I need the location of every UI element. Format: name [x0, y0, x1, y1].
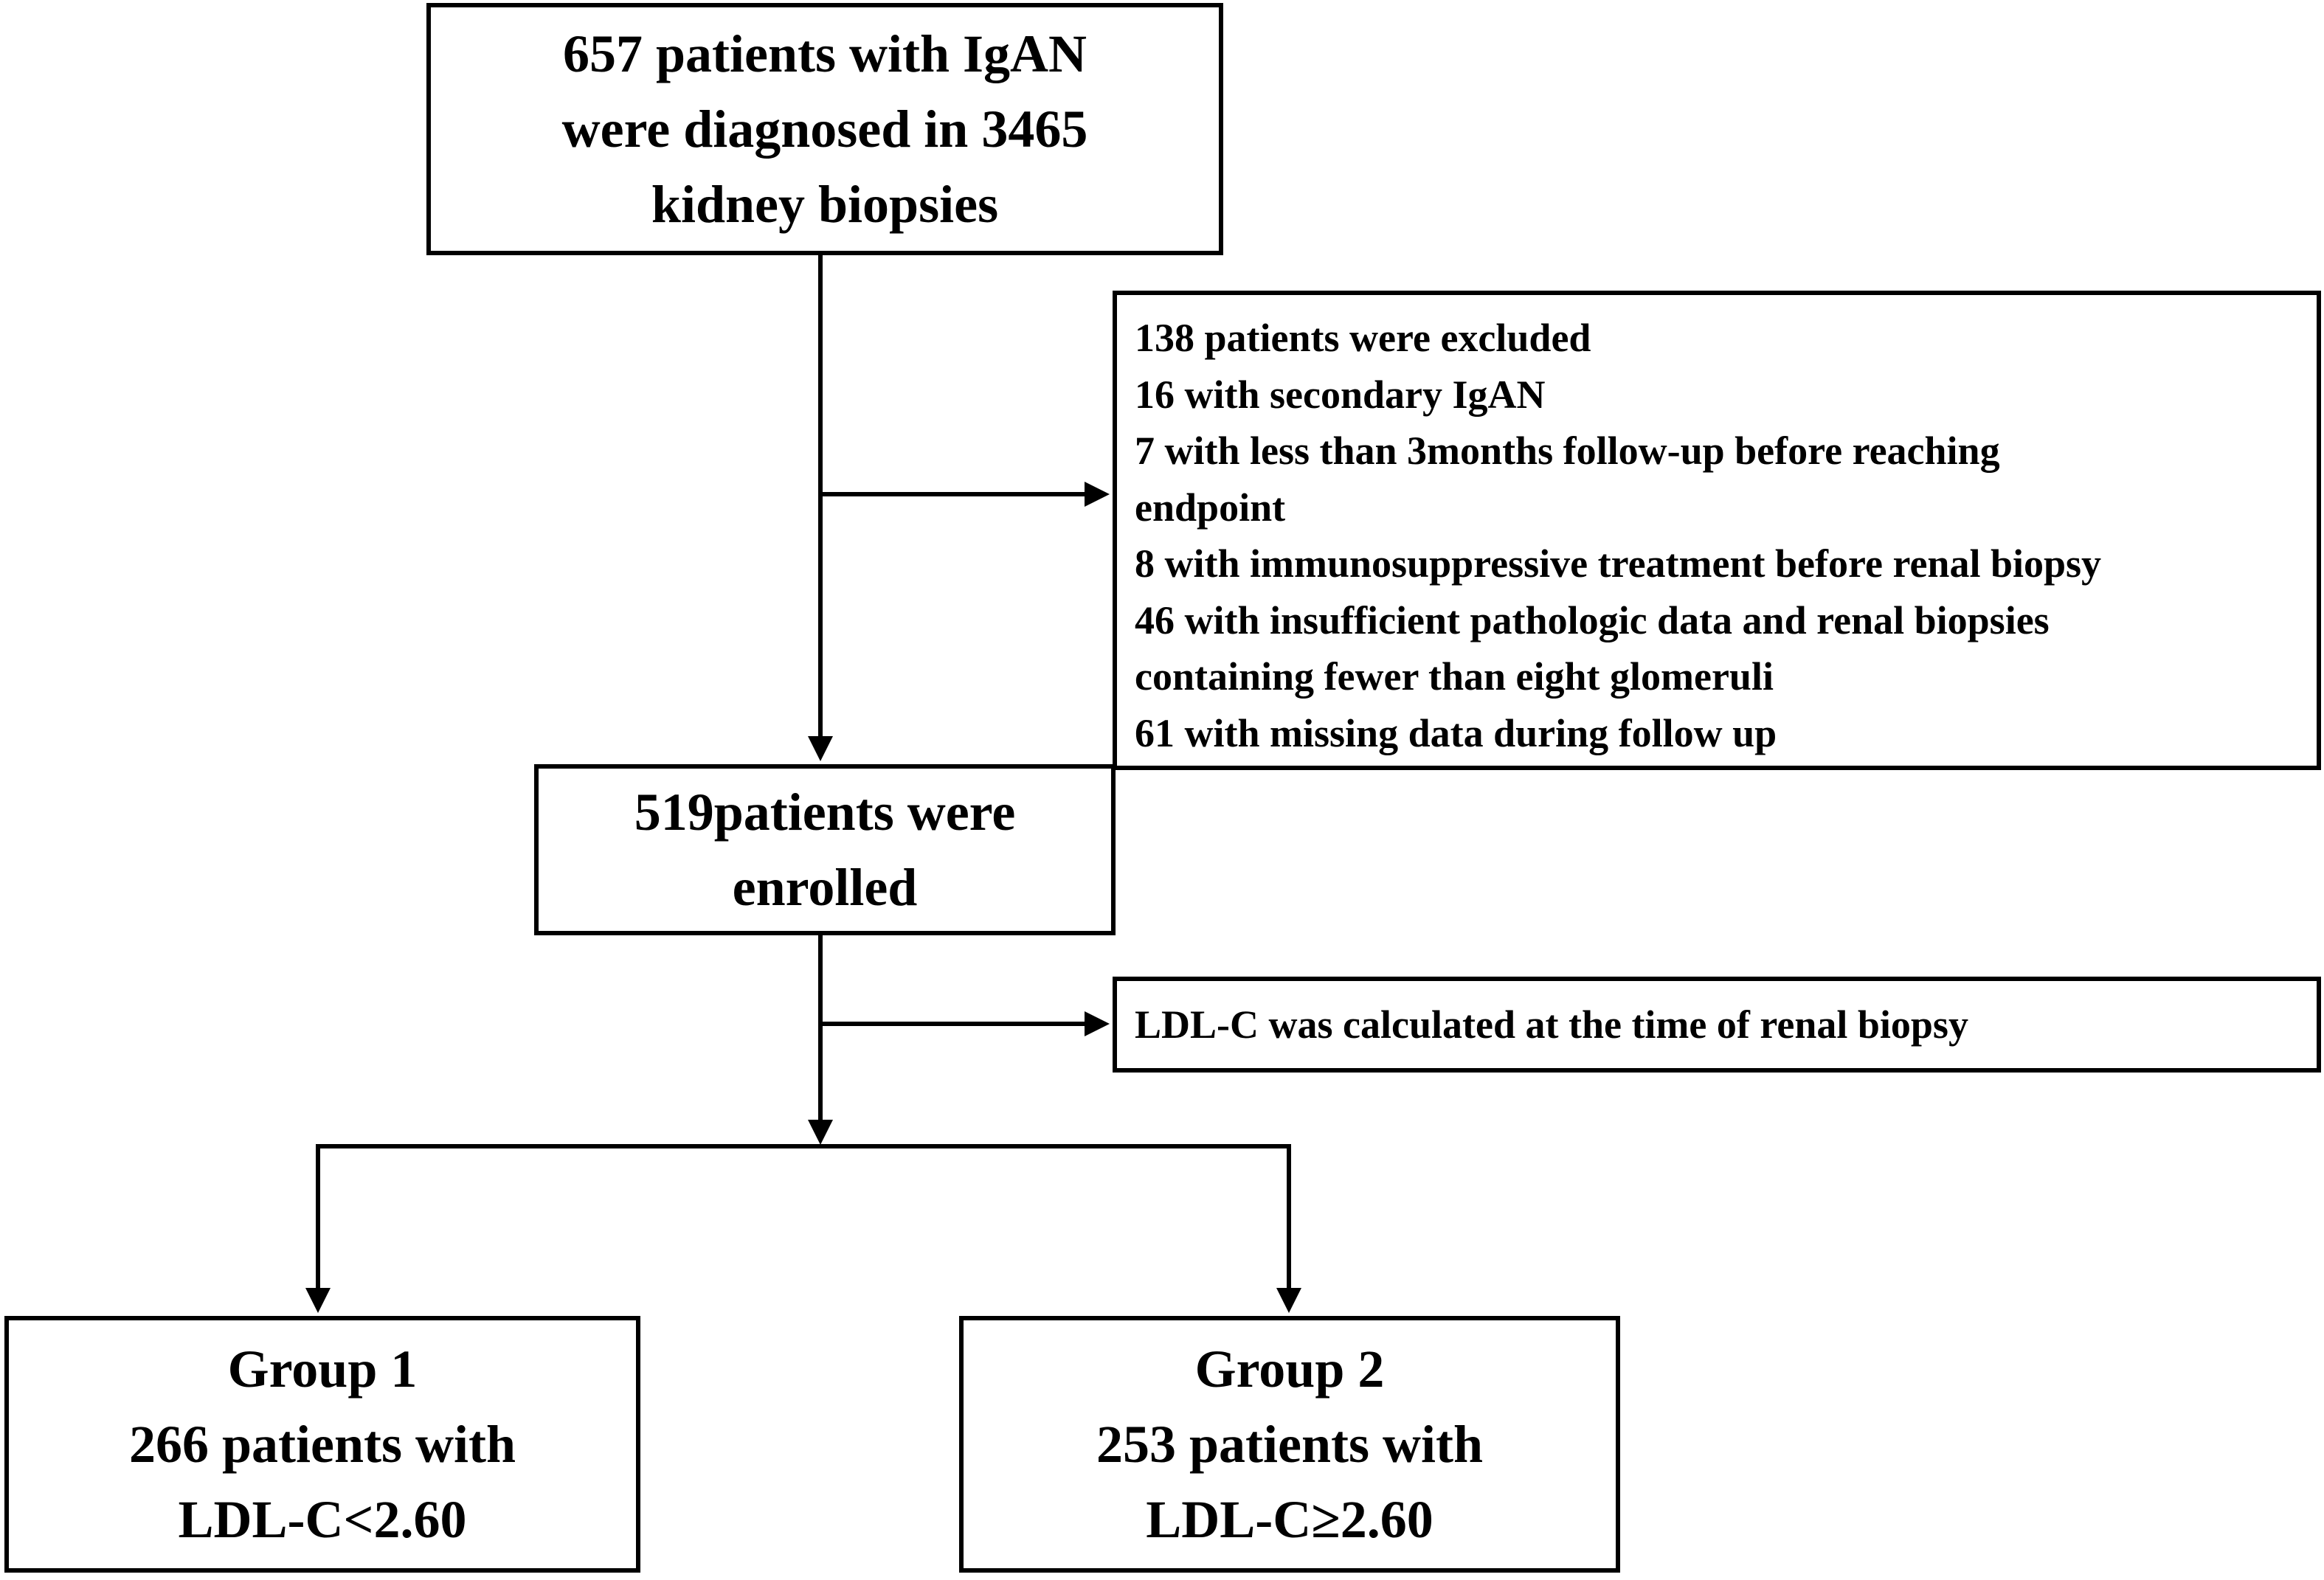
arrowhead-ldl-note	[1085, 1011, 1110, 1036]
exclusion-line-8: 61 with missing data during follow up	[1135, 710, 1777, 755]
exclusion-line-3: 7 with less than 3months follow-up befor…	[1135, 429, 2000, 473]
arrowhead-enrolled	[808, 736, 833, 761]
group2-count: 253 patients with	[1096, 1415, 1484, 1474]
exclusion-line-4: endpoint	[1135, 485, 1286, 530]
ldl-note-box: LDL-C was calculated at the time of rena…	[1113, 977, 2321, 1073]
group1-box: Group 1 266 patients with LDL-C<2.60	[4, 1316, 640, 1573]
arrowhead-group1	[305, 1288, 331, 1313]
exclusion-line-7: containing fewer than eight glomeruli	[1135, 654, 1774, 699]
group2-box: Group 2 253 patients with LDL-C≥2.60	[959, 1316, 1620, 1573]
ldl-note-text: LDL-C was calculated at the time of rena…	[1135, 1002, 1968, 1047]
group1-criteria: LDL-C<2.60	[178, 1490, 467, 1549]
arrowhead-group2	[1276, 1288, 1301, 1313]
exclusion-line-5: 8 with immunosuppressive treatment befor…	[1135, 541, 2102, 586]
enrolled-box: 519patients were enrolled	[534, 764, 1116, 935]
exclusion-line-6: 46 with insufficient pathologic data and…	[1135, 597, 2050, 642]
arrowhead-split	[808, 1120, 833, 1145]
group2-criteria: LDL-C≥2.60	[1146, 1490, 1434, 1549]
arrowhead-exclusion	[1085, 482, 1110, 507]
exclusion-box: 138 patients were excluded 16 with secon…	[1113, 291, 2321, 770]
enrolled-box-line-2: enrolled	[732, 858, 918, 917]
group2-title: Group 2	[1194, 1340, 1385, 1399]
exclusion-line-2: 16 with secondary IgAN	[1135, 372, 1546, 417]
exclusion-line-1: 138 patients were excluded	[1135, 316, 1591, 360]
start-box: 657 patients with IgAN were diagnosed in…	[426, 3, 1223, 255]
group1-count: 266 patients with	[128, 1415, 516, 1474]
start-box-line-1: 657 patients with IgAN	[562, 24, 1087, 83]
start-box-line-3: kidney biopsies	[651, 175, 999, 234]
start-box-line-2: were diagnosed in 3465	[561, 100, 1088, 159]
enrolled-box-line-1: 519patients were	[634, 783, 1016, 842]
group1-title: Group 1	[227, 1340, 418, 1399]
